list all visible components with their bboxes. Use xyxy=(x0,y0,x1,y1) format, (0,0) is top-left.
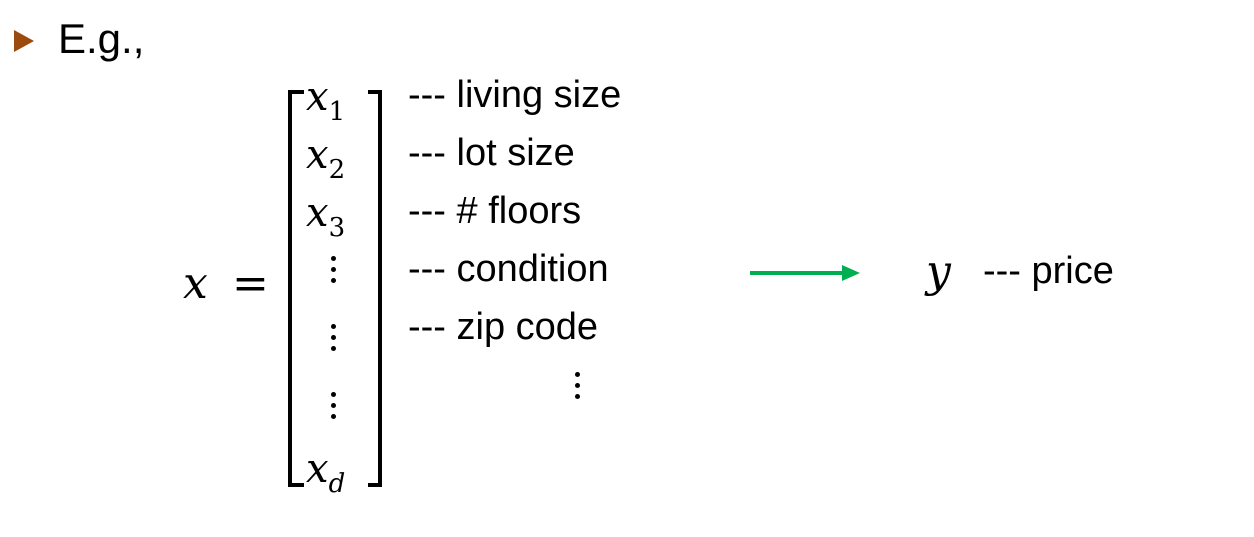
vector-vdots-3 xyxy=(331,392,337,425)
feature-label: --- # floors xyxy=(408,190,582,232)
feature-vdots xyxy=(575,372,581,405)
left-bracket xyxy=(288,90,304,487)
vector-entry-1: x1 xyxy=(306,74,345,135)
vector-vdots-1 xyxy=(331,256,337,289)
target-label: --- price xyxy=(983,250,1114,292)
feature-label: --- zip code xyxy=(408,306,599,348)
feature-label: --- condition xyxy=(408,248,609,290)
equals-sign: = xyxy=(232,258,269,309)
entry-base: x xyxy=(306,190,329,236)
entry-subscript: 3 xyxy=(328,213,346,243)
bullet-text: E.g., xyxy=(58,15,145,62)
bullet-arrow-icon xyxy=(14,30,34,52)
vector-entry-2: x2 xyxy=(306,132,345,193)
vector-entry-3: x3 xyxy=(306,190,345,251)
target-variable: y xyxy=(926,246,951,297)
mapping-arrow-icon xyxy=(750,265,860,281)
entry-base: x xyxy=(306,74,329,120)
entry-subscript: 2 xyxy=(328,155,346,185)
lhs-variable: x xyxy=(183,258,208,309)
entry-base: x xyxy=(306,446,329,492)
entry-subscript: 1 xyxy=(328,97,346,127)
right-bracket xyxy=(368,90,382,487)
vector-vdots-2 xyxy=(331,324,337,357)
vector-entry-d: xd xyxy=(306,446,345,507)
feature-label: --- lot size xyxy=(408,132,575,174)
vector-brackets xyxy=(288,90,382,487)
entry-base: x xyxy=(306,132,329,178)
feature-label: --- living size xyxy=(408,74,622,116)
entry-subscript: d xyxy=(328,469,346,499)
